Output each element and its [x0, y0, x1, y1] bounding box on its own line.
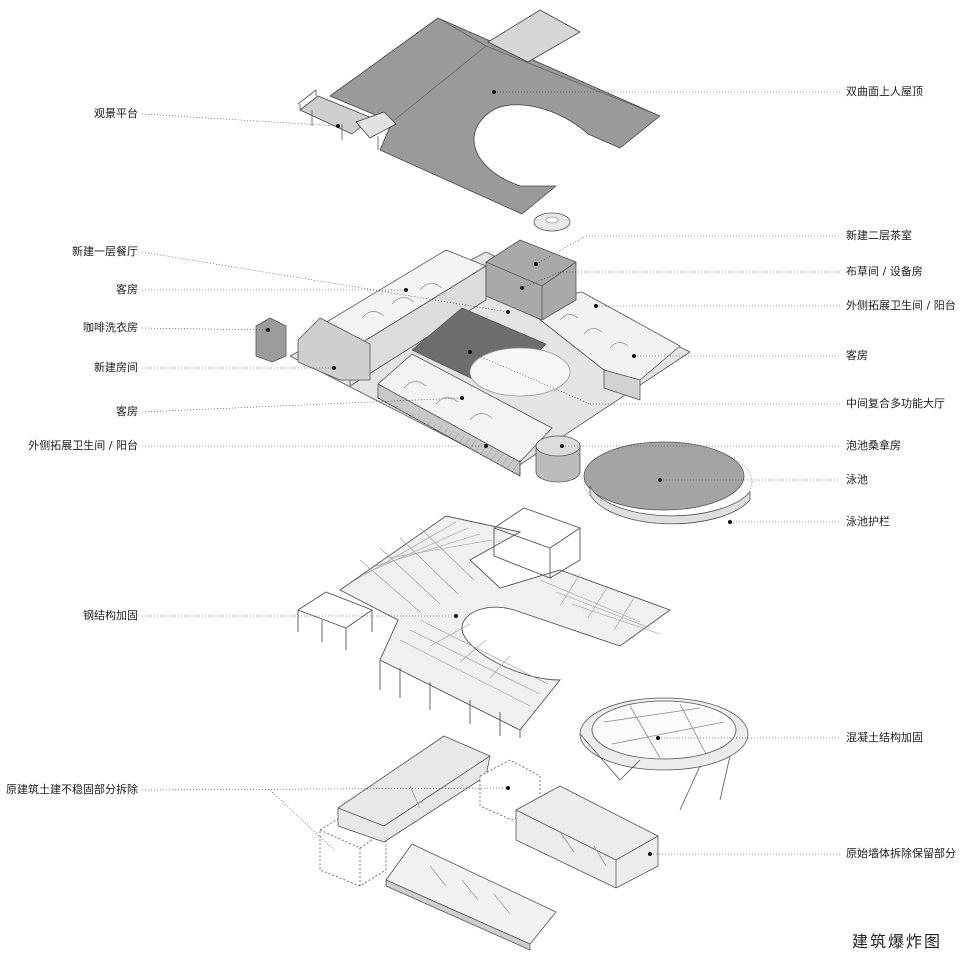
- label-steel-reinforce: 钢结构加固: [83, 609, 138, 622]
- leaders-right: [469, 91, 840, 855]
- steel-structure: [297, 507, 671, 738]
- label-sauna: 泡池桑拿房: [846, 439, 901, 452]
- tea-room-cap: [533, 212, 571, 232]
- label-pool: 泳池: [846, 473, 868, 486]
- label-ext-bath-left: 外侧拓展卫生间 / 阳台: [28, 439, 138, 452]
- label-new-room: 新建房间: [94, 361, 138, 374]
- original-walls: [319, 735, 659, 951]
- leaders-left: [141, 113, 509, 851]
- label-pool-rail: 泳池护栏: [846, 515, 890, 528]
- label-guest-room-b: 客房: [116, 405, 138, 418]
- leader-viewing-platform: [141, 113, 339, 127]
- label-guest-room-c: 客房: [846, 349, 868, 362]
- label-tea-room: 新建二层茶室: [846, 229, 912, 242]
- label-guest-room-a: 客房: [116, 283, 138, 296]
- label-concrete-reinforce: 混凝土结构加固: [846, 731, 923, 744]
- concrete-ring: [579, 697, 749, 811]
- label-ext-bath-right: 外侧拓展卫生间 / 阳台: [846, 299, 956, 312]
- roof-layer: [297, 9, 661, 215]
- label-demolish-unstable: 原建筑土建不稳固部分拆除: [6, 783, 138, 796]
- label-coffee-laundry: 咖啡洗衣房: [83, 321, 138, 334]
- leader-dots: [266, 90, 732, 856]
- leader-tea-room: [535, 235, 587, 265]
- label-roof: 双曲面上人屋顶: [846, 85, 923, 98]
- diagram-caption: 建筑爆炸图: [851, 932, 942, 951]
- leader-new-dining: [141, 251, 509, 313]
- label-wall-keep: 原始墙体拆除保留部分: [846, 847, 956, 860]
- leader-coffee-laundry: [141, 327, 269, 331]
- roof-tile: [487, 9, 581, 63]
- pool: [583, 441, 753, 525]
- roof-slab: [329, 17, 661, 215]
- leader-linen: [521, 271, 561, 289]
- leader-demolish: [141, 787, 509, 791]
- sauna-cylinder: [535, 435, 581, 483]
- label-new-dining: 新建一层餐厅: [72, 245, 138, 258]
- coffee-laundry-box: [255, 317, 287, 363]
- floor-layer: [255, 239, 691, 477]
- label-viewing-platform: 观景平台: [94, 107, 138, 120]
- label-hall: 中间复合多功能大厅: [846, 397, 945, 410]
- leader-hall: [469, 351, 591, 405]
- ext-bath-left-block: [377, 397, 521, 477]
- label-linen-equip: 布草间 / 设备房: [846, 265, 923, 278]
